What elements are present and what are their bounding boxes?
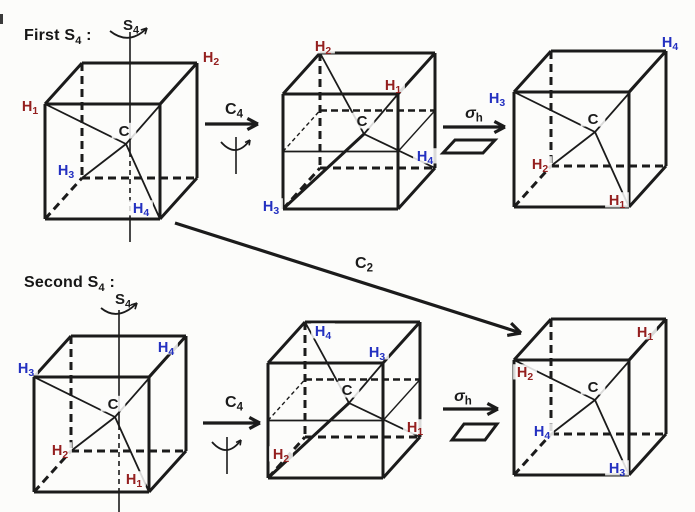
arrow-label-c2: C2 [355, 255, 373, 275]
arrow-c4-first: C4 [205, 101, 259, 174]
s4-axis: S4 [100, 291, 138, 512]
row-title-second: Second S4 : [24, 274, 116, 295]
hydrogen-label-h2: H2 [52, 443, 68, 461]
carbon-label: C [588, 111, 599, 128]
hydrogen-label-h1: H1 [407, 420, 423, 438]
carbon-label: C [342, 382, 353, 399]
sigma-h-plane [267, 378, 421, 422]
hydrogen-label-h3: H3 [369, 345, 385, 363]
row-title-first: First S4 : [24, 27, 92, 48]
arrow-c4-second: C4 [203, 394, 261, 474]
hydrogen-label-h2: H2 [203, 50, 219, 68]
hydrogen-label-h3: H3 [489, 91, 505, 109]
arrow-sigma-first: σh [439, 105, 506, 155]
carbon-label: C [588, 379, 599, 396]
rotation-arrow-icon [100, 302, 138, 315]
arrow-label-sigma-first: σh [465, 105, 483, 125]
hydrogen-label-h4: H4 [417, 149, 433, 167]
edge-mark [0, 14, 3, 24]
arrow-label-c4-first: C4 [225, 101, 244, 121]
rotation-icon [220, 137, 251, 174]
hydrogen-label-h4: H4 [662, 35, 678, 53]
hydrogen-label-h2: H2 [315, 39, 331, 57]
hydrogen-label-h3: H3 [18, 361, 34, 379]
hydrogen-label-h2: H2 [532, 157, 548, 175]
subscript: 4 [98, 282, 105, 295]
hydrogen-label-h2: H2 [273, 447, 289, 465]
hydrogen-label-h3: H3 [58, 163, 74, 181]
rotation-icon [211, 437, 242, 474]
axis-label-s4: S4 [123, 17, 139, 36]
hydrogen-label-h4: H4 [158, 340, 174, 358]
hydrogen-label-h1: H1 [22, 99, 38, 117]
hydrogen-label-h3: H3 [263, 199, 279, 217]
carbon-label: C [119, 123, 130, 140]
hydrogen-label-h4: H4 [133, 201, 149, 219]
carbon-label: C [108, 396, 119, 413]
hydrogen-label-h4: H4 [315, 324, 331, 342]
plane-icon [449, 422, 500, 442]
plane-icon [439, 138, 499, 155]
arrow-label-c4-second: C4 [225, 394, 244, 414]
hydrogen-label-h1: H1 [126, 472, 142, 490]
carbon-label: C [357, 113, 368, 130]
sigma-h-plane [282, 109, 436, 153]
arrow-c2: C2 [174, 221, 523, 337]
hydrogen-label-h4: H4 [534, 424, 550, 442]
hydrogen-label-h3: H3 [609, 461, 625, 479]
subscript: 4 [75, 35, 82, 48]
hydrogen-label-h1: H1 [637, 325, 653, 343]
arrow-label-sigma-second: σh [454, 388, 472, 408]
hydrogen-label-h2: H2 [517, 365, 533, 383]
arrow-sigma-second: σh [443, 388, 500, 442]
axis-label-s4: S4 [115, 291, 131, 310]
hydrogen-label-h1: H1 [385, 78, 401, 96]
hydrogen-label-h1: H1 [609, 193, 625, 211]
rotation-arrow-icon [109, 27, 148, 39]
